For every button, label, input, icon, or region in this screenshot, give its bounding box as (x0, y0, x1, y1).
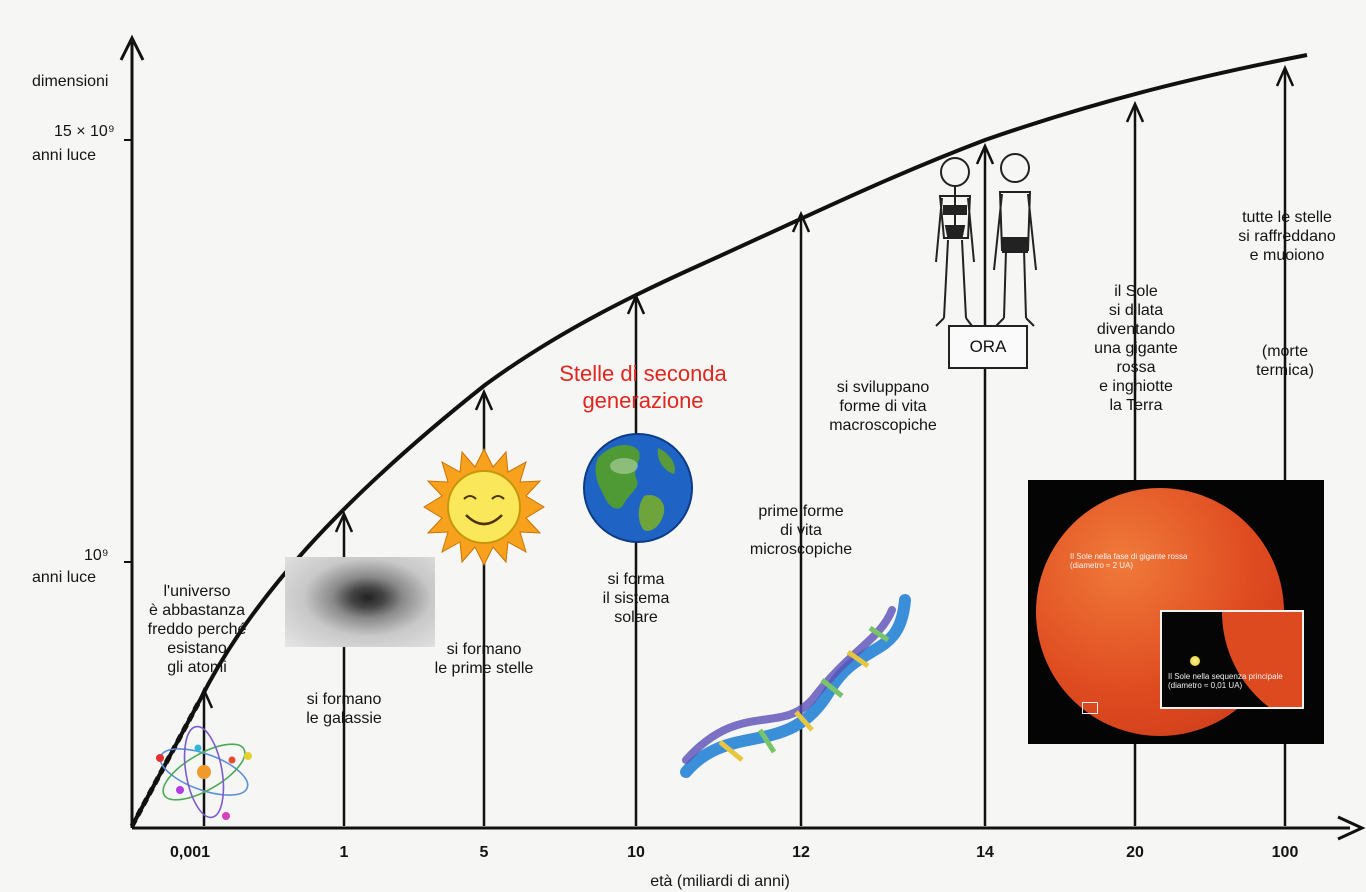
event-red-giant: il Sole si dilata diventando una gigante… (1094, 283, 1178, 414)
x-tick-1: 1 (339, 844, 349, 861)
main-sequence-inset: Il Sole nella sequenza principale (diame… (1160, 610, 1304, 709)
atom-icon (156, 725, 252, 820)
event-microscopic-life: prime forme di vita microscopiche (749, 503, 853, 558)
red-giant-caption: Il Sole nella fase di gigante rossa (dia… (1070, 552, 1188, 570)
dna-icon (680, 594, 911, 778)
red-giant-edge (1222, 612, 1302, 707)
y-axis-arrow (119, 34, 145, 61)
humans-icon (935, 153, 1037, 327)
y-axis-title: dimensioni (32, 73, 109, 90)
expansion-curve (130, 53, 1308, 827)
earth-icon (583, 433, 693, 543)
x-tick-100: 100 (1271, 844, 1299, 861)
y-label-top-value: 15 × 10⁹ (54, 123, 115, 140)
event-first-stars: si formano le prime stelle (434, 641, 534, 677)
red-giant-image: Il Sole nella fase di gigante rossa (dia… (1028, 480, 1324, 744)
x-tick-14: 14 (976, 844, 994, 861)
x-tick-20: 20 (1126, 844, 1144, 861)
event-galaxies: si formano le galassie (306, 691, 382, 727)
y-label-top-unit: anni luce (32, 147, 97, 164)
event-stars-die: tutte le stelle si raffreddano e muoiono (1238, 209, 1336, 264)
x-tick-10: 10 (627, 844, 645, 861)
y-label-mid-value: 10⁹ (84, 547, 109, 564)
event-solar-system: si forma il sistema solare (602, 571, 670, 626)
main-sequence-caption: Il Sole nella sequenza principale (diame… (1168, 672, 1283, 690)
sun-icon (423, 447, 545, 567)
y-label-mid-unit: anni luce (32, 569, 97, 586)
x-axis-arrow (1337, 815, 1366, 841)
x-axis-title: età (miliardi di anni) (650, 873, 790, 890)
event-atoms: l'universo è abbastanza freddo perché es… (147, 583, 247, 676)
second-generation-stars-label: Stelle di seconda generazione (559, 361, 727, 413)
x-tick-5: 5 (479, 844, 489, 861)
galaxy-image (285, 557, 435, 647)
x-tick-0001: 0,001 (169, 844, 211, 861)
x-tick-12: 12 (792, 844, 810, 861)
event-macroscopic-life: si sviluppano forme di vita macroscopich… (829, 379, 937, 434)
main-sequence-sun-icon (1190, 656, 1200, 666)
zoom-region-marker (1082, 702, 1098, 714)
event-heat-death: (morte termica) (1256, 343, 1314, 379)
now-marker: ORA (948, 325, 1028, 369)
